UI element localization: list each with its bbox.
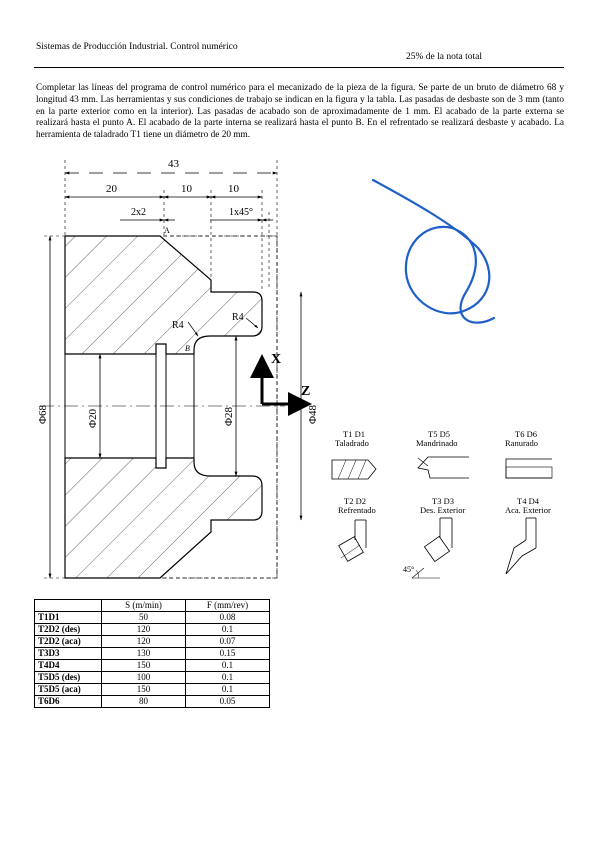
header-divider <box>34 67 564 68</box>
table-cell: 0.1 <box>185 683 270 696</box>
table-header-cell <box>34 599 102 612</box>
part-section-upper <box>64 235 263 355</box>
dia-20-label: Φ20 <box>87 408 99 428</box>
table-cell: 0.05 <box>185 695 270 708</box>
table-header-row: S (m/min) F (mm/rev) <box>34 599 270 612</box>
drawing-label: Des. Exterior <box>420 505 465 515</box>
drawing-label: Ranurado <box>505 438 538 448</box>
table-cell: 0.1 <box>185 659 270 672</box>
drawing-label: T5 D5 <box>428 429 450 439</box>
tool-mandrinado: T5 D5 Mandrinado <box>416 429 469 479</box>
radius-left-label: R4 <box>172 320 184 331</box>
table-cell: T5D5 (des) <box>34 671 102 684</box>
table-cell: 0.1 <box>185 623 270 636</box>
angle-45-label: 45° <box>403 565 414 574</box>
point-a-label: A <box>164 226 170 235</box>
course-title: Sistemas de Producción Industrial. Contr… <box>36 42 238 52</box>
drawing-label: Refrentado <box>338 505 376 515</box>
drawing-label: T2 D2 <box>344 496 366 506</box>
table-header-cell: F (mm/rev) <box>185 599 270 612</box>
table-cell: T4D4 <box>34 659 102 672</box>
axis-z-label: Z <box>301 384 310 399</box>
table-cell: 0.08 <box>185 611 270 624</box>
table-cell: 50 <box>101 611 186 624</box>
tool-refrentado: T2 D2 Refrentado <box>338 496 376 562</box>
dia-68-label: Φ68 <box>37 404 49 424</box>
raw-stock-outline <box>64 235 278 579</box>
drawing-label: T1 D1 <box>343 429 365 439</box>
table-cell: 0.1 <box>185 671 270 684</box>
axis-system: X Z <box>250 352 312 416</box>
pen-scribble <box>371 178 496 324</box>
tool-aca-exterior: T4 D4 Aca. Exterior <box>505 496 551 575</box>
dim-20-label: 20 <box>106 183 118 195</box>
part-section-lower <box>64 457 263 579</box>
table-cell: T2D2 (des) <box>34 623 102 636</box>
table-cell: 120 <box>101 623 186 636</box>
chamfer-1x45-label: 1x45° <box>229 207 253 218</box>
table-cell: 130 <box>101 647 186 660</box>
point-b-label: B <box>185 344 190 353</box>
drawing-label: T4 D4 <box>517 496 540 506</box>
table-cell: T1D1 <box>34 611 102 624</box>
tool-ranurado: T6 D6 Ranurado <box>505 429 553 479</box>
radius-left-leader <box>187 321 199 337</box>
table-cell: T2D2 (aca) <box>34 635 102 648</box>
grade-weight: 25% de la nota total <box>406 52 482 62</box>
table-cell: 0.07 <box>185 635 270 648</box>
axis-x-label: X <box>271 352 281 367</box>
drawing-label: Mandrinado <box>416 438 458 448</box>
table-header-cell: S (m/min) <box>101 599 186 612</box>
dia-28-label: Φ28 <box>223 406 235 426</box>
table-cell: 0.15 <box>185 647 270 660</box>
radius-right-leader <box>245 317 259 329</box>
table-cell: T6D6 <box>34 695 102 708</box>
table-cell: T5D5 (aca) <box>34 683 102 696</box>
table-cell: 150 <box>101 659 186 672</box>
drawing-label: T3 D3 <box>432 496 454 506</box>
drawing-label: T6 D6 <box>515 429 537 439</box>
table-cell: 120 <box>101 635 186 648</box>
tool-taladrado: T1 D1 Taladrado <box>331 429 377 480</box>
problem-statement: Completar las líneas del programa de con… <box>36 83 564 141</box>
dim-total-label: 43 <box>168 158 180 170</box>
drawing-label: Taladrado <box>335 438 369 448</box>
radius-right-label: R4 <box>232 312 244 323</box>
drawing-label: Aca. Exterior <box>505 505 551 515</box>
dim-10a-label: 10 <box>181 183 193 195</box>
top-dimensions <box>64 171 278 222</box>
dia-48-label: Φ48 <box>307 404 319 424</box>
chamfer-2x2-label: 2x2 <box>131 207 146 218</box>
table-cell: 150 <box>101 683 186 696</box>
table-cell: T3D3 <box>34 647 102 660</box>
table-cell: 100 <box>101 671 186 684</box>
tool-des-exterior: T3 D3 Des. Exterior 45° <box>403 496 465 579</box>
table-cell: 80 <box>101 695 186 708</box>
dim-10b-label: 10 <box>228 183 240 195</box>
